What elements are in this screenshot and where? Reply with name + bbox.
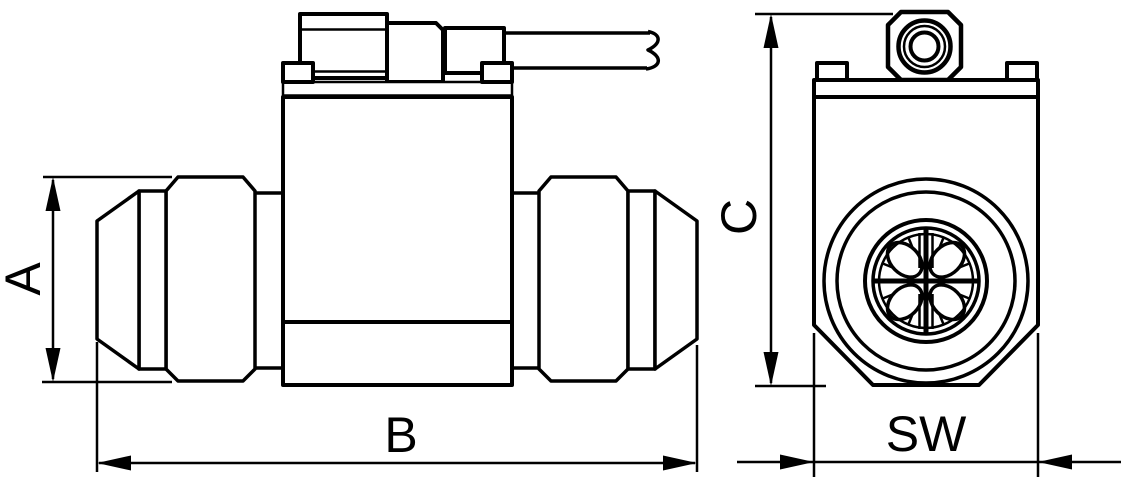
- connector-block-left: [298, 12, 389, 80]
- right-cone: [653, 189, 699, 371]
- arrowhead-left-icon: [1038, 454, 1072, 470]
- arrowhead-up-icon: [45, 177, 61, 211]
- arrowhead-down-icon: [763, 352, 779, 386]
- turbine-radial-ticks: [882, 237, 970, 325]
- connector-block-middle: [385, 21, 445, 84]
- left-hex-nut: [164, 175, 257, 383]
- front-tab-left: [815, 61, 849, 82]
- right-hex-nut: [537, 175, 630, 383]
- sensor-body: [281, 95, 514, 387]
- dimension-a: [42, 175, 172, 384]
- cable-break-icon: [645, 29, 660, 71]
- side-view: [95, 12, 699, 387]
- arrowhead-down-icon: [45, 348, 61, 382]
- dimension-annotations: A B C SW: [0, 12, 1121, 477]
- turbine-bore: [863, 218, 989, 344]
- dimension-a-label: A: [0, 262, 51, 296]
- dimension-b: [95, 342, 699, 472]
- front-nut-outer-circle: [822, 177, 1030, 385]
- cable: [504, 29, 660, 71]
- left-band: [137, 189, 168, 371]
- cable-gland: [885, 9, 964, 83]
- left-cone: [95, 189, 141, 371]
- dimension-sw-label: SW: [886, 406, 967, 462]
- connector-assembly: [298, 12, 506, 84]
- dimension-sw: [737, 333, 1121, 477]
- arrowhead-right-icon: [780, 454, 814, 470]
- cap-tab-left: [281, 61, 315, 84]
- arrowhead-right-icon: [663, 455, 697, 471]
- turbine-petals: [885, 240, 967, 322]
- arrowhead-up-icon: [763, 14, 779, 48]
- fitting-necks: [255, 191, 539, 370]
- dimension-b-label: B: [384, 407, 417, 463]
- right-band: [626, 189, 657, 371]
- front-tab-right: [1005, 61, 1039, 82]
- cap-tab-right: [480, 61, 514, 84]
- dimension-c-label: C: [711, 199, 767, 235]
- front-nut-inner-circle: [835, 190, 1017, 372]
- dimension-c: [755, 12, 893, 388]
- left-flare-fitting: [95, 175, 257, 383]
- front-view: [812, 9, 1040, 387]
- right-flare-fitting: [537, 175, 699, 383]
- arrowhead-left-icon: [97, 455, 131, 471]
